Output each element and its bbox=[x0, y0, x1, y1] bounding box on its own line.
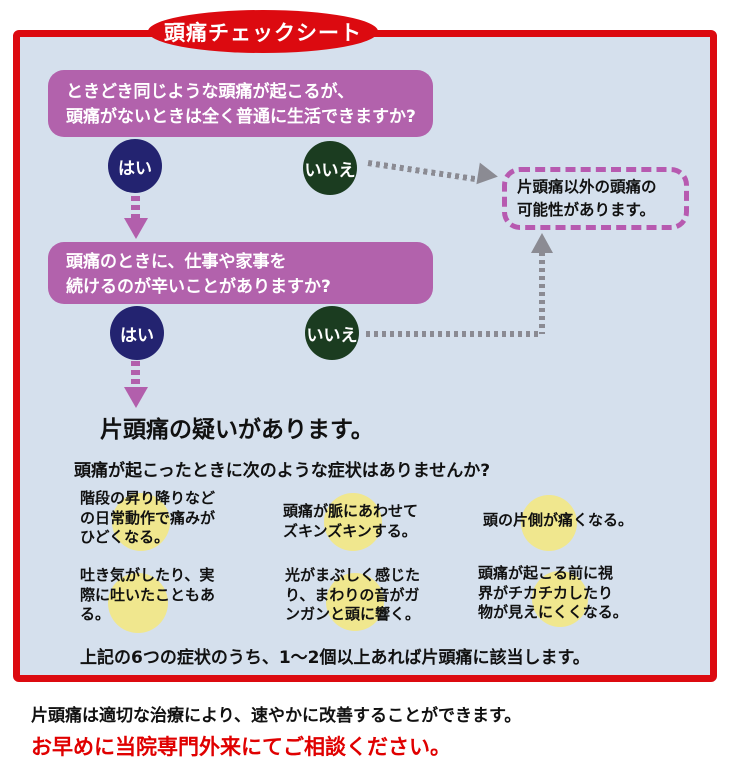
symptom-item-5: 光がまぶしく感じた り、まわりの音がガ ンガンと頭に響く。 bbox=[285, 566, 421, 623]
symptom-item-4: 吐き気がしたり、実 際に吐いたこともあ る。 bbox=[80, 566, 216, 623]
highlight-circle-4 bbox=[108, 573, 168, 633]
no-circle-2: いいえ bbox=[305, 306, 359, 360]
question-box-1: ときどき同じような頭痛が起こるが、 頭痛がないときは全く普通に生活できますか? bbox=[48, 70, 433, 137]
symptom-item-2: 頭痛が脈にあわせて ズキンズキンする。 bbox=[283, 502, 419, 540]
no-circle-1: いいえ bbox=[303, 141, 357, 195]
symptoms-note: 上記の6つの症状のうち、1〜2個以上あれば片頭痛に該当します。 bbox=[80, 648, 590, 668]
symptom-item-3: 頭の片側が痛くなる。 bbox=[483, 511, 634, 529]
dotted-connector-no2-horizontal bbox=[366, 331, 540, 337]
highlight-circle-5 bbox=[326, 573, 384, 631]
footer-cta-text: お早めに当院専門外来にてご相談ください。 bbox=[31, 735, 451, 759]
highlight-circle-1 bbox=[112, 493, 170, 551]
down-arrow-head-icon-1 bbox=[124, 218, 148, 239]
highlight-circle-2 bbox=[324, 493, 382, 551]
down-arrow-dashes-1 bbox=[131, 196, 140, 219]
symptom-item-1: 階段の昇り降りなど の日常動作で痛みが ひどくなる。 bbox=[80, 489, 216, 546]
footer-treatment-text: 片頭痛は適切な治療により、速やかに改善することができます。 bbox=[31, 706, 522, 726]
down-arrow-dashes-2 bbox=[131, 361, 140, 388]
down-arrow-head-icon-2 bbox=[124, 387, 148, 408]
symptoms-intro: 頭痛が起こったときに次のような症状はありませんか? bbox=[74, 461, 491, 481]
symptom-item-6: 頭痛が起こる前に視 界がチカチカしたり 物が見えにくくなる。 bbox=[478, 564, 628, 621]
sheet-title-badge: 頭痛チェックシート bbox=[148, 10, 378, 53]
migraine-result-heading: 片頭痛の疑いがあります。 bbox=[100, 417, 374, 443]
yes-circle-2: はい bbox=[110, 306, 164, 360]
highlight-circle-3 bbox=[521, 495, 577, 551]
dotted-connector-no2-vertical bbox=[539, 252, 545, 334]
right-arrow-head-icon bbox=[476, 162, 500, 188]
sheet-title: 頭痛チェックシート bbox=[164, 20, 362, 45]
highlight-circle-6 bbox=[532, 571, 588, 627]
yes-circle-1: はい bbox=[108, 139, 162, 193]
up-arrow-head-icon bbox=[531, 233, 553, 253]
question-box-2: 頭痛のときに、仕事や家事を 続けるのが辛いことがありますか? bbox=[48, 242, 433, 304]
other-headache-result-box: 片頭痛以外の頭痛の 可能性があります。 bbox=[502, 167, 689, 230]
